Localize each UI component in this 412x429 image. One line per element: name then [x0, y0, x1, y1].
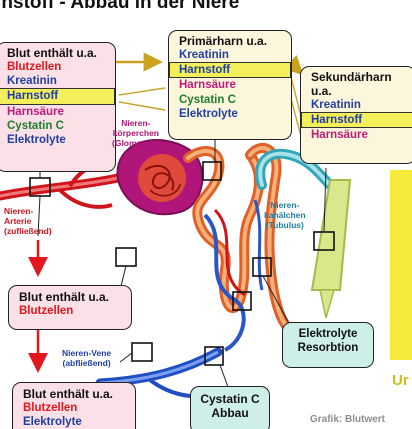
label-tubulus-line-2: kanälchen: [264, 210, 306, 220]
label-glomerulus: Nieren- körperchen (Glomerula): [112, 118, 160, 148]
blood-item-harnsaeure: Harnsäure: [7, 105, 64, 118]
label-artery-line-3: (zufließend): [4, 226, 52, 236]
box-blood2-title: Blut enthält u.a.: [19, 290, 109, 304]
primary-item-harnsaeure: Harnsäure: [179, 79, 236, 92]
box-secondary-title-2: u.a.: [311, 84, 332, 98]
box-blood-after-glomerulus: Blut enthält u.a. Blutzellen: [8, 285, 132, 330]
box-blood3-title: Blut enthält u.a.: [23, 387, 113, 401]
blood-item-kreatinin: Kreatinin: [7, 75, 57, 88]
label-artery-line-2: Arterie: [4, 216, 32, 226]
blood-item-blutzellen: Blutzellen: [7, 61, 62, 73]
diagram-title: rnstoff - Abbau in der Niere: [0, 0, 240, 13]
callout-lines: [37, 138, 327, 388]
electrolyte-line-2: Resorbtion: [297, 342, 359, 355]
label-tubulus-line-1: Nieren-: [270, 200, 300, 210]
primary-item-cystatin: Cystatin C: [179, 93, 236, 106]
primary-item-harnstoff: Harnstoff: [169, 62, 291, 79]
primary-item-elektrolyte: Elektrolyte: [179, 107, 238, 120]
blood3-item-blutzellen: Blutzellen: [23, 402, 78, 414]
blood-item-elektrolyte: Elektrolyte: [7, 134, 66, 147]
urine-outflow-arrow: [390, 170, 412, 360]
secondary-item-kreatinin: Kreatinin: [311, 99, 361, 111]
box-blood-vein: Blut enthält u.a. Blutzellen Elektrolyte: [12, 382, 136, 429]
electrolyte-line-1: Elektrolyte: [298, 328, 358, 340]
secondary-item-harnstoff: Harnstoff: [301, 112, 412, 129]
label-renal-vein: Nieren-Vene (abfließend): [62, 348, 111, 368]
cystatin-line-2: Abbau: [211, 406, 249, 421]
box-blood-content: Blut enthält u.a. Blutzellen Kreatinin H…: [0, 42, 116, 172]
label-tubulus: Nieren- kanälchen (Tubulus): [264, 200, 306, 230]
primary-item-kreatinin: Kreatinin: [179, 49, 229, 61]
peritubular-vessels: [203, 199, 264, 352]
label-tubulus-line-3: (Tubulus): [265, 220, 304, 230]
label-artery-line-1: Nieren-: [4, 206, 34, 216]
urine-label-fragment: Ur: [392, 372, 409, 389]
box-primary-title: Primärharn u.a.: [179, 34, 268, 48]
blood-item-harnstoff: Harnstoff: [0, 88, 115, 105]
box-secondary-title-1: Sekundärharn: [311, 70, 392, 84]
glomerulus: [116, 139, 204, 216]
blood-item-cystatin: Cystatin C: [7, 119, 64, 132]
collecting-duct: [255, 148, 352, 319]
label-glomerulus-line-3: (Glomerula): [112, 138, 160, 148]
label-vein-line-1: Nieren-Vene: [62, 348, 112, 358]
box-electrolyte-resorption: Elektrolyte Resorbtion: [282, 322, 374, 368]
label-vein-line-2: (abfließend): [62, 358, 111, 368]
secondary-item-harnsaeure: Harnsäure: [311, 129, 368, 142]
graphic-credit: Grafik: Blutwert: [310, 414, 386, 425]
box-cystatin-breakdown: Cystatin C Abbau: [190, 386, 270, 429]
box-secondary-urine: Sekundärharn u.a. Kreatinin Harnstoff Ha…: [300, 66, 412, 164]
box-primary-urine: Primärharn u.a. Kreatinin Harnstoff Harn…: [168, 30, 292, 140]
label-glomerulus-line-1: Nieren-: [121, 118, 151, 128]
blood2-item-blutzellen: Blutzellen: [19, 305, 74, 317]
cystatin-line-1: Cystatin C: [200, 392, 260, 406]
blood3-item-elektrolyte: Elektrolyte: [23, 416, 82, 429]
box-blood-title: Blut enthält u.a.: [7, 46, 97, 60]
label-glomerulus-line-2: körperchen: [112, 128, 159, 138]
label-renal-artery: Nieren- Arterie (zufließend): [4, 206, 52, 236]
